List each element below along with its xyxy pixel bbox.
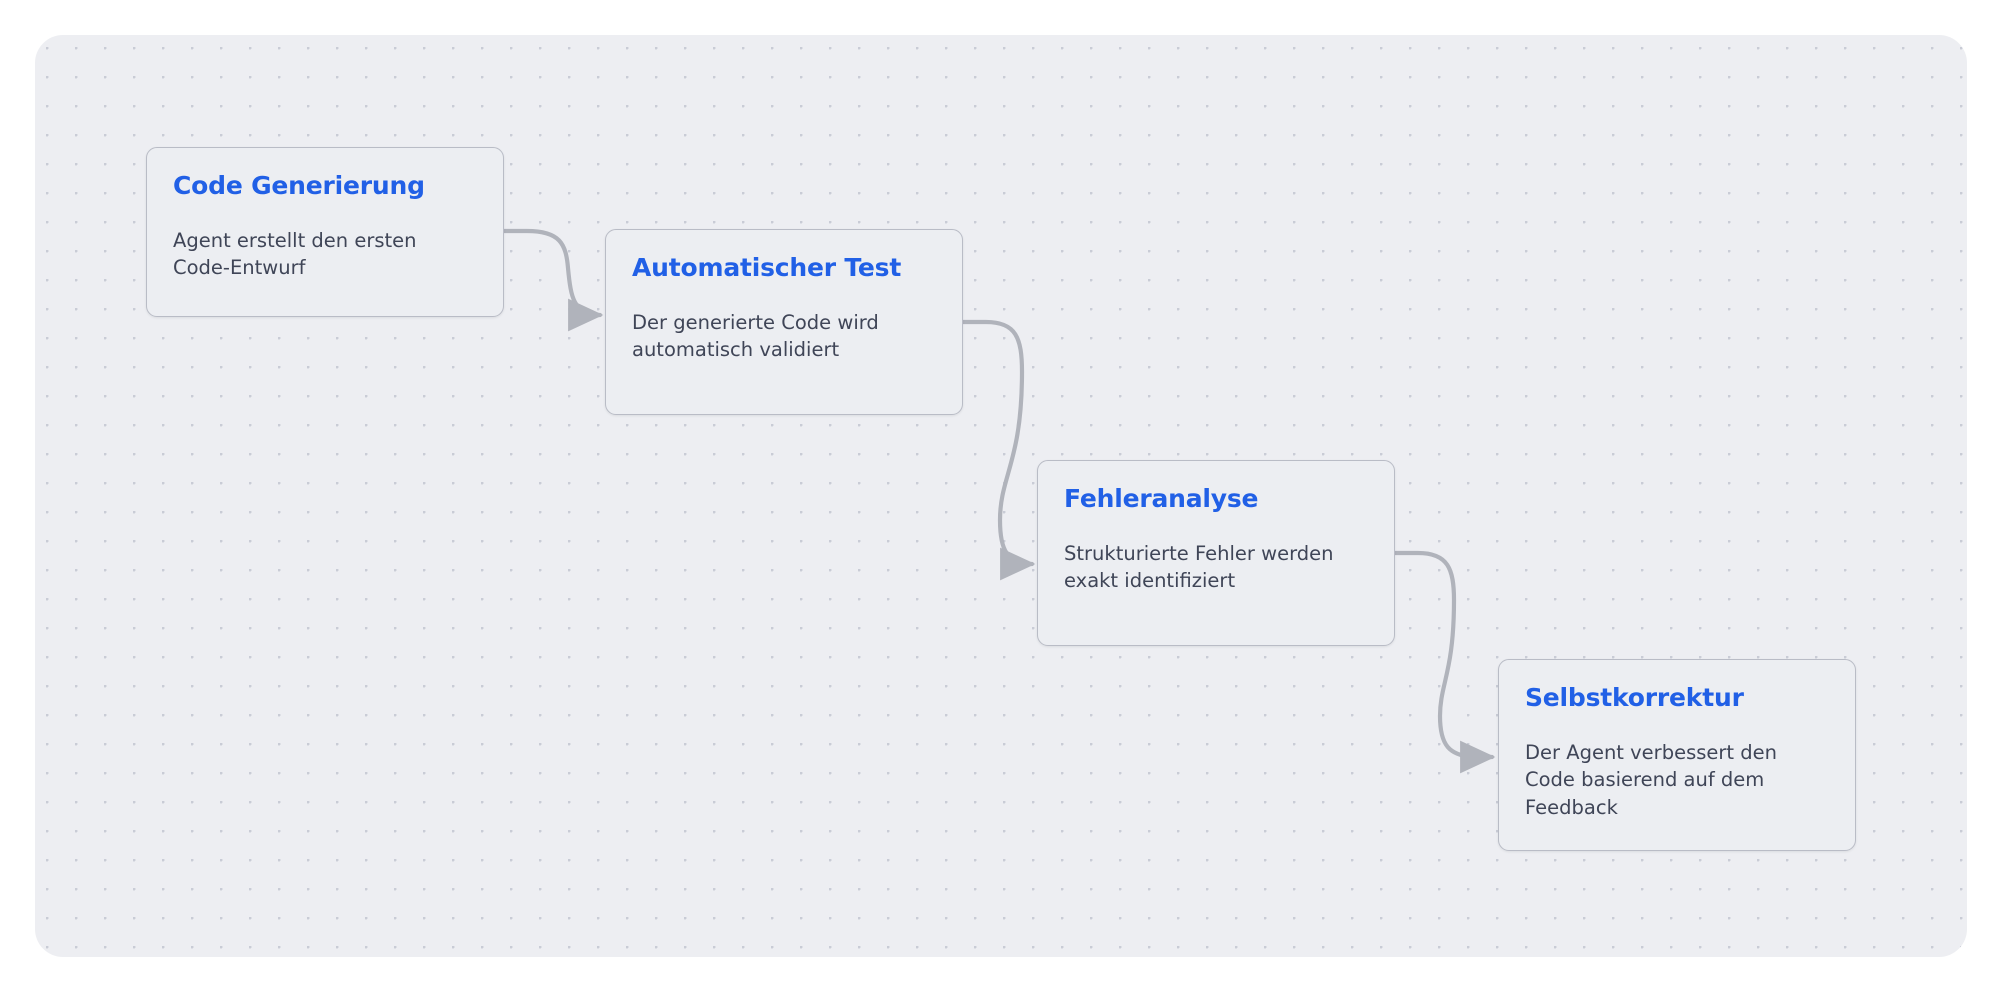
- node-title: Fehleranalyse: [1064, 484, 1259, 513]
- node-card-automatischer-test[interactable]: Automatischer Test Der generierte Code w…: [605, 229, 963, 415]
- node-description-line: exakt identifiziert: [1064, 569, 1236, 593]
- node-description-line: Code basierend auf dem: [1525, 768, 1765, 792]
- node-title: Selbstkorrektur: [1525, 683, 1744, 712]
- node-description: Strukturierte Fehler werden exakt identi…: [1064, 540, 1368, 595]
- node-description: Der Agent verbessert den Code basierend …: [1525, 739, 1829, 822]
- node-description: Der generierte Code wird automatisch val…: [632, 309, 936, 364]
- node-description-line: Feedback: [1525, 796, 1618, 820]
- node-title: Automatischer Test: [632, 253, 902, 282]
- node-description-line: Der Agent verbessert den: [1525, 740, 1777, 764]
- node-description: Agent erstellt den ersten Code-Entwurf: [173, 227, 477, 282]
- node-card-code-generierung[interactable]: Code Generierung Agent erstellt den erst…: [146, 147, 504, 317]
- node-card-fehleranalyse[interactable]: Fehleranalyse Strukturierte Fehler werde…: [1037, 460, 1395, 646]
- node-description-line: automatisch validiert: [632, 338, 840, 362]
- node-description-line: Agent erstellt den ersten: [173, 228, 417, 252]
- node-card-selbstkorrektur[interactable]: Selbstkorrektur Der Agent verbessert den…: [1498, 659, 1856, 851]
- node-title: Code Generierung: [173, 171, 425, 200]
- node-description-line: Code-Entwurf: [173, 256, 306, 280]
- node-description-line: Der generierte Code wird: [632, 310, 879, 334]
- node-description-line: Strukturierte Fehler werden: [1064, 541, 1334, 565]
